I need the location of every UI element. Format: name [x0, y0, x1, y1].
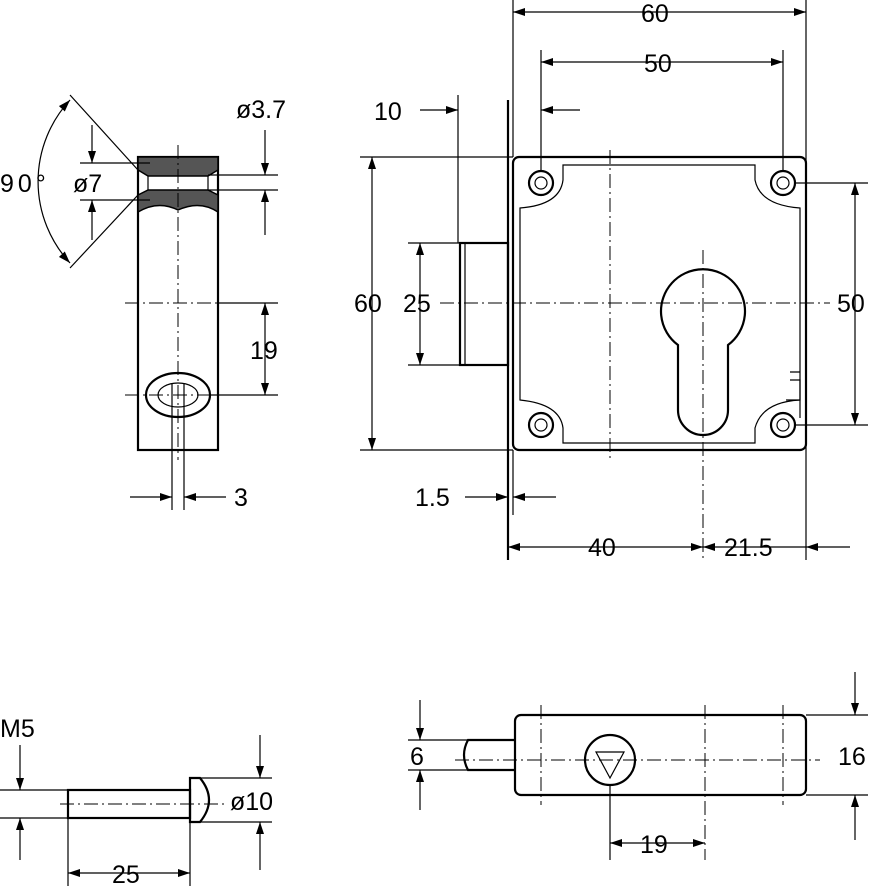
bottom-bolt	[462, 738, 515, 772]
dim-hole-diameter: ø3.7	[236, 96, 286, 124]
dim-slot-offset: 19	[250, 337, 278, 365]
bottom-body	[513, 713, 808, 797]
screw-head	[188, 776, 211, 824]
dim-head-diameter: ø10	[230, 788, 273, 816]
screw-hole-icon	[769, 411, 797, 439]
bolt	[458, 241, 510, 367]
dim-hole-spacing-vertical: 50	[837, 290, 865, 318]
dim-bolt-height: 25	[403, 290, 431, 318]
dim-countersink-diameter: ø7	[73, 170, 102, 198]
dim-bolt-projection: 10	[374, 98, 402, 126]
screw-view: M5 ø10 25	[0, 715, 273, 886]
dim-faceplate-thickness: 1.5	[415, 484, 450, 512]
dim-screw-length: 25	[112, 861, 140, 886]
dim-keyhole-offset: 19	[640, 831, 668, 859]
dim-overall-width: 60	[641, 0, 669, 28]
screw-hole-icon	[527, 411, 555, 439]
dim-hole-spacing-horizontal: 50	[644, 50, 672, 78]
side-view: ø3.7 90° ø7 19 3	[0, 94, 286, 512]
bottom-view: 6 16 19	[408, 672, 868, 860]
front-view: 60 50 10 60 25 50 1.5 40 21.5	[354, 0, 868, 562]
dim-keyhole-to-edge: 21.5	[724, 534, 773, 562]
lock-body-inner-outline	[519, 164, 801, 444]
dim-body-depth: 16	[838, 743, 866, 771]
screw-hole-icon	[769, 169, 797, 197]
screw-hole-icon	[527, 169, 555, 197]
dim-bolt-thickness: 6	[410, 743, 424, 771]
dim-slot-width: 3	[234, 484, 248, 512]
keyhole-cutout	[659, 268, 747, 437]
dim-countersink-angle: 90°	[0, 170, 50, 198]
dim-thread: M5	[0, 715, 35, 743]
dim-overall-height: 60	[354, 290, 382, 318]
dim-backset: 40	[588, 534, 616, 562]
